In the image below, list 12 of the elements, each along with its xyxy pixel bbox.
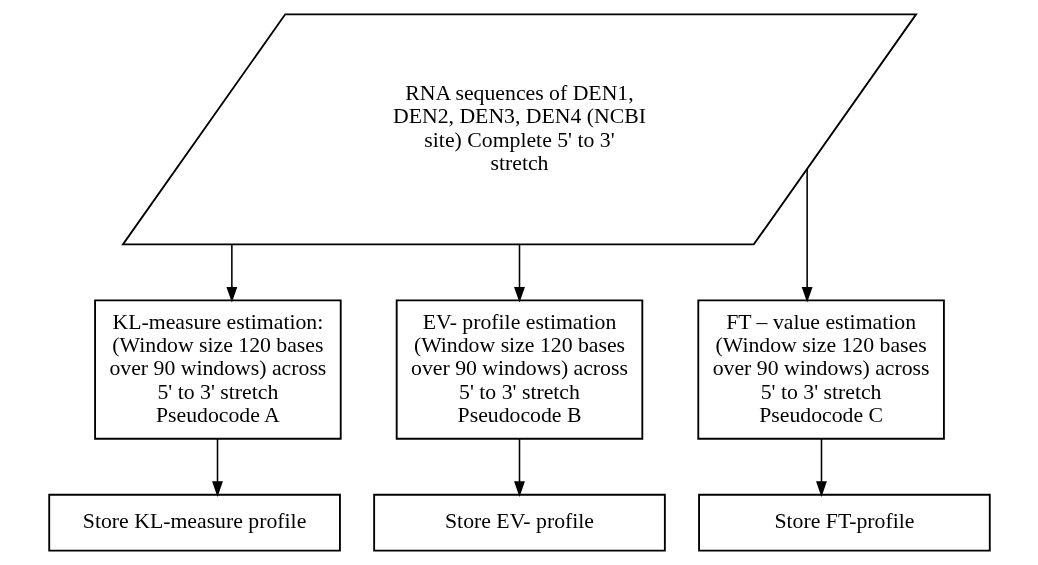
arrow [211, 438, 223, 497]
arrow [513, 243, 525, 303]
node-box: KL-measure estimation: (Window size 120 bases over 90 windows) across 5' to 3' stretch Pseudocode A [93, 299, 342, 440]
arrow [513, 438, 525, 497]
arrow [815, 438, 827, 497]
node-box: EV- profile estimation (Window size 120 bases over 90 windows) across 5' to 3' stretch Pseudocode B [395, 299, 643, 440]
node-box: Store KL-measure profile [47, 493, 341, 552]
arrow [801, 168, 813, 303]
node-box: FT – value estimation (Window size 120 bases over 90 windows) across 5' to 3' stretch Pseudocode C [696, 299, 945, 440]
node-box: Store EV- profile [372, 493, 666, 552]
node-box: Store FT-profile [697, 493, 991, 552]
arrow [225, 243, 237, 303]
